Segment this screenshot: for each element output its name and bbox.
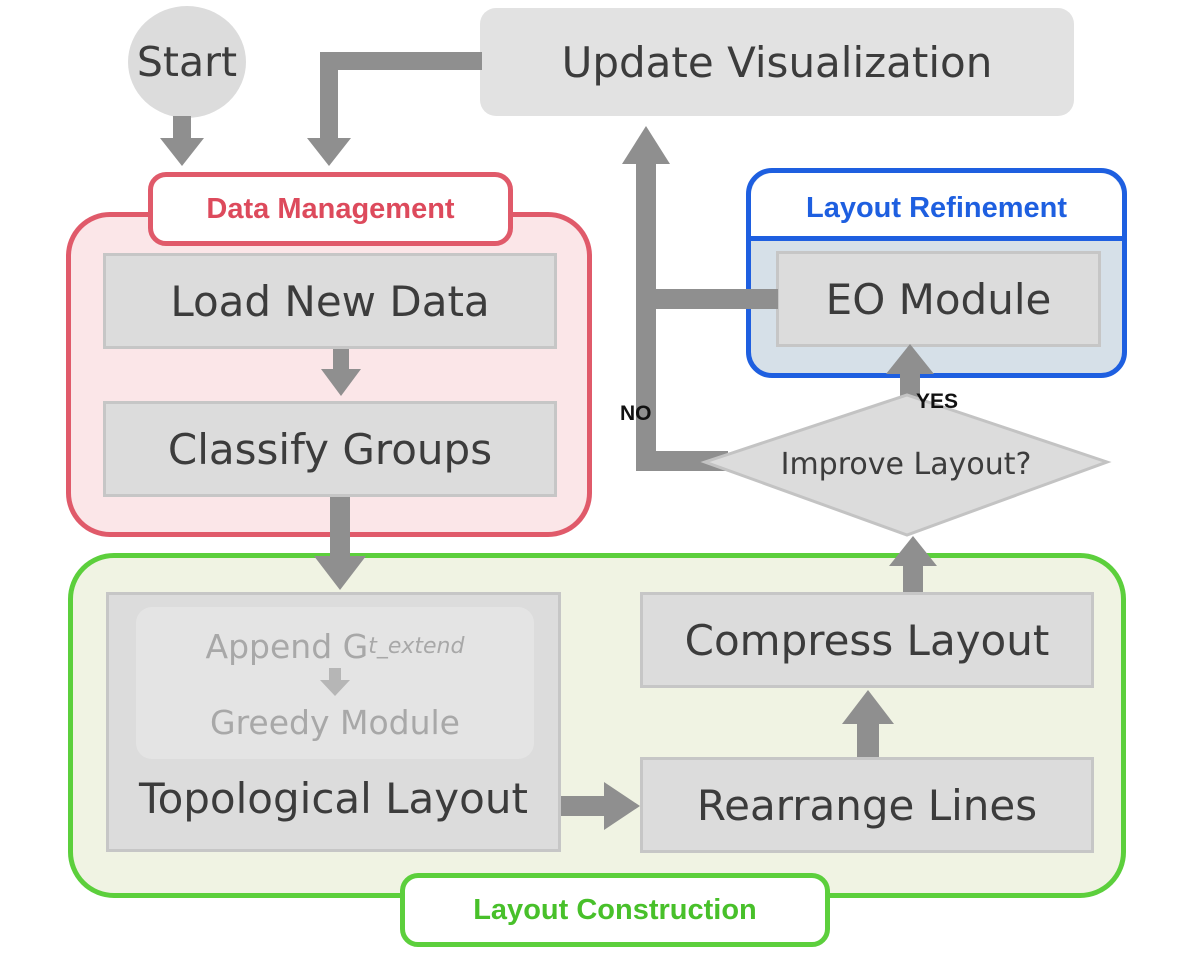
data-management-label: Data Management: [148, 172, 513, 246]
update-arrow-top: [320, 52, 482, 70]
append-greedy-arrowhead: [320, 680, 350, 696]
greedy-module-label: Greedy Module: [210, 702, 460, 742]
yes-branch-label: YES: [916, 390, 959, 413]
update-visualization-label: Update Visualization: [561, 37, 993, 87]
greedy-module-step: Greedy Module: [136, 688, 534, 756]
yes-arrow-shaft: [900, 370, 920, 402]
classify-groups-node: Classify Groups: [103, 401, 557, 497]
update-visualization-node: Update Visualization: [480, 8, 1074, 116]
start-node: Start: [128, 6, 246, 118]
compress-layout-node: Compress Layout: [640, 592, 1094, 688]
rearrange-compress-shaft: [857, 721, 879, 757]
no-branch-label: NO: [620, 402, 652, 425]
layout-refinement-text: Layout Refinement: [805, 191, 1068, 224]
update-arrow-shaft: [320, 52, 338, 142]
eo-module-label: EO Module: [825, 274, 1052, 324]
improve-layout-label: Improve Layout?: [780, 446, 1032, 482]
classify-topo-shaft: [330, 497, 350, 559]
layout-refinement-header-fill: [751, 173, 1122, 241]
layout-refinement-label: Layout Refinement: [751, 178, 1122, 238]
load-new-data-label: Load New Data: [170, 276, 490, 326]
improve-layout-label-wrap: Improve Layout?: [705, 440, 1107, 488]
start-arrowhead: [160, 138, 204, 166]
layout-construction-label: Layout Construction: [400, 873, 830, 947]
rearrange-lines-label: Rearrange Lines: [696, 780, 1038, 830]
no-path-horizontal: [636, 451, 728, 471]
classify-groups-label: Classify Groups: [167, 424, 493, 474]
no-path-vertical: [636, 160, 656, 471]
yes-arrowhead: [886, 344, 934, 374]
topo-rearrange-arrowhead: [604, 782, 640, 830]
load-new-data-node: Load New Data: [103, 253, 557, 349]
rearrange-lines-node: Rearrange Lines: [640, 757, 1094, 853]
start-arrow-shaft: [173, 116, 191, 142]
data-management-text: Data Management: [206, 192, 455, 225]
topo-rearrange-shaft: [561, 796, 607, 816]
layout-construction-text: Layout Construction: [473, 893, 757, 926]
rearrange-compress-arrowhead: [842, 690, 894, 724]
update-arrowhead: [307, 138, 351, 166]
load-classify-shaft: [333, 349, 349, 371]
start-label: Start: [136, 38, 238, 86]
append-subscript: t_extend: [368, 633, 465, 659]
no-path-arrowhead: [622, 126, 670, 164]
topological-layout-label: Topological Layout: [139, 774, 528, 823]
eo-return-connector: [648, 289, 778, 309]
compress-improve-arrowhead: [889, 536, 937, 566]
eo-module-node: EO Module: [776, 251, 1101, 347]
compress-layout-label: Compress Layout: [684, 615, 1050, 665]
classify-topo-arrowhead: [314, 556, 366, 590]
append-label: Append G: [205, 626, 369, 666]
load-classify-arrowhead: [321, 369, 361, 396]
append-greedy-shaft: [329, 668, 341, 682]
improve-layout-diamond: [700, 393, 1112, 537]
compress-improve-shaft: [903, 562, 923, 592]
